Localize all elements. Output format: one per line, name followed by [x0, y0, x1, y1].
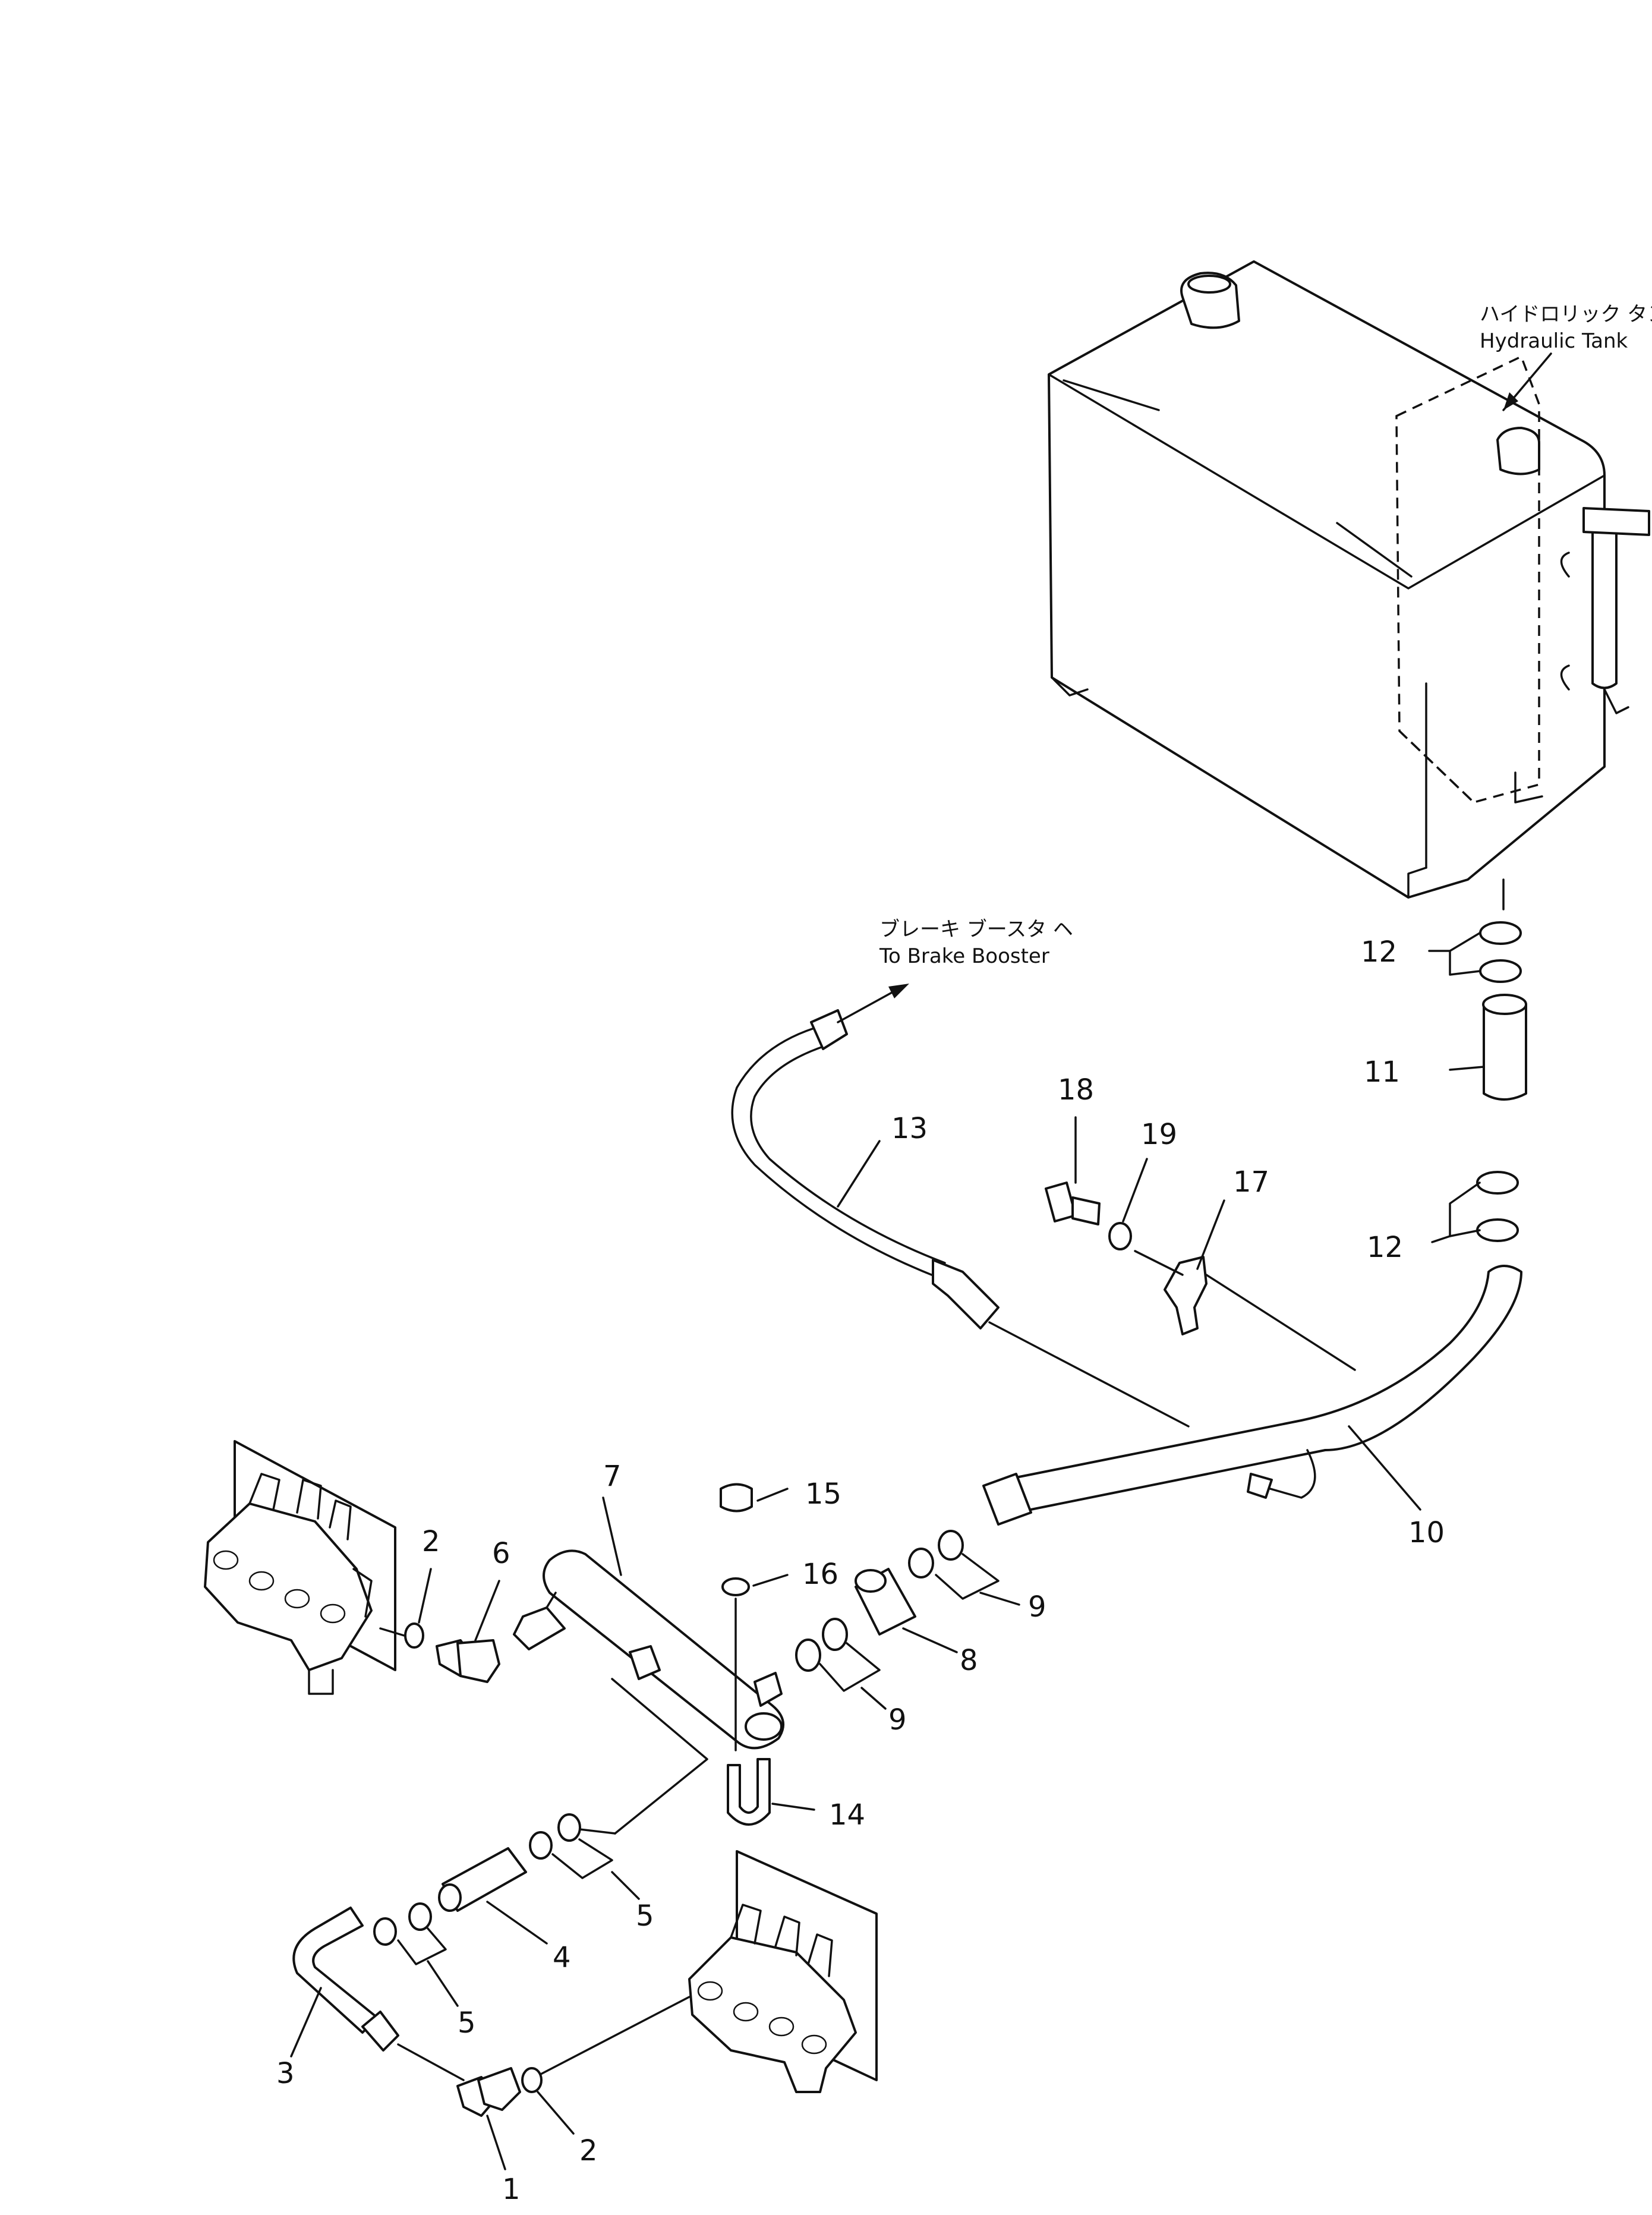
part-number-13: 13 [891, 1112, 928, 1145]
part-3-bent-pipe: 3 [276, 1907, 465, 2090]
part-number-9-upper: 9 [1028, 1590, 1046, 1624]
part-number-11: 11 [1364, 1055, 1400, 1089]
part-9-clamps-upper: 9 [908, 1530, 1046, 1624]
part-number-5-upper: 5 [636, 1899, 654, 1933]
part-number-15: 15 [805, 1477, 841, 1511]
part-number-4: 4 [553, 1941, 571, 1974]
part-11-hose: 11 [1364, 994, 1527, 1101]
part-8-hose: 8 [855, 1568, 978, 1677]
part-12-upper-clamps: 12 [1361, 921, 1522, 983]
part-number-12-upper: 12 [1361, 935, 1397, 969]
part-14-u-bolt: 14 [727, 1758, 865, 1832]
part-number-9-lower: 9 [888, 1703, 907, 1737]
part-1-elbow: 1 [456, 2067, 521, 2206]
part-number-2-lower: 2 [579, 2134, 598, 2167]
part-16-washer: 16 [721, 1558, 838, 1751]
part-number-12-lower: 12 [1367, 1231, 1403, 1264]
part-number-18: 18 [1058, 1073, 1094, 1107]
part-5-clamps-lower: 5 [373, 1902, 476, 2040]
brake-label-jp: ブレーキ ブースタ ヘ [879, 918, 1073, 941]
part-number-17: 17 [1233, 1165, 1269, 1199]
part-10-pipe: 10 [982, 1265, 1522, 1549]
part-2-oring-lower: 2 [521, 1996, 691, 2167]
part-15-nut: 15 [720, 1477, 841, 1513]
brake-booster-callout: ブレーキ ブースタ ヘ To Brake Booster [879, 918, 1073, 968]
part-18-bolt: 18 [1045, 1073, 1101, 1225]
hydraulic-tank [1048, 260, 1650, 910]
part-7-manifold: 7 [513, 1460, 784, 1835]
left-control-valve [204, 1440, 396, 1695]
part-number-10: 10 [1408, 1516, 1445, 1549]
part-number-1: 1 [502, 2173, 521, 2206]
part-number-3: 3 [276, 2057, 295, 2090]
brake-label-en: To Brake Booster [879, 944, 1049, 968]
part-number-16: 16 [802, 1558, 838, 1591]
part-4-hose: 4 [438, 1847, 571, 1974]
hydraulic-tank-callout: ハイドロリック タンク Hydraulic Tank [1480, 303, 1652, 411]
part-number-14: 14 [829, 1798, 865, 1832]
part-2-oring-upper: 2 [379, 1525, 440, 1649]
part-5-clamps-upper: 5 [529, 1813, 654, 1933]
tank-label-jp: ハイドロリック タンク [1480, 303, 1652, 326]
part-19-washer: 19 [1108, 1118, 1177, 1250]
right-control-valve [688, 1850, 878, 2093]
part-number-2-upper: 2 [422, 1525, 440, 1558]
part-6-elbow: 6 [436, 1537, 510, 1683]
part-number-8: 8 [960, 1644, 978, 1677]
part-17-clip: 17 [1134, 1165, 1356, 1371]
part-12-lower-clamps: 12 [1367, 1171, 1519, 1264]
part-number-19: 19 [1141, 1118, 1177, 1151]
part-9-clamps-lower: 9 [795, 1618, 907, 1737]
part-13-brake-hose: 13 [731, 984, 1190, 1428]
part-number-6: 6 [492, 1537, 510, 1570]
part-number-5-lower: 5 [458, 2006, 476, 2040]
part-number-7: 7 [603, 1460, 622, 1493]
tank-label-en: Hydraulic Tank [1480, 329, 1628, 353]
